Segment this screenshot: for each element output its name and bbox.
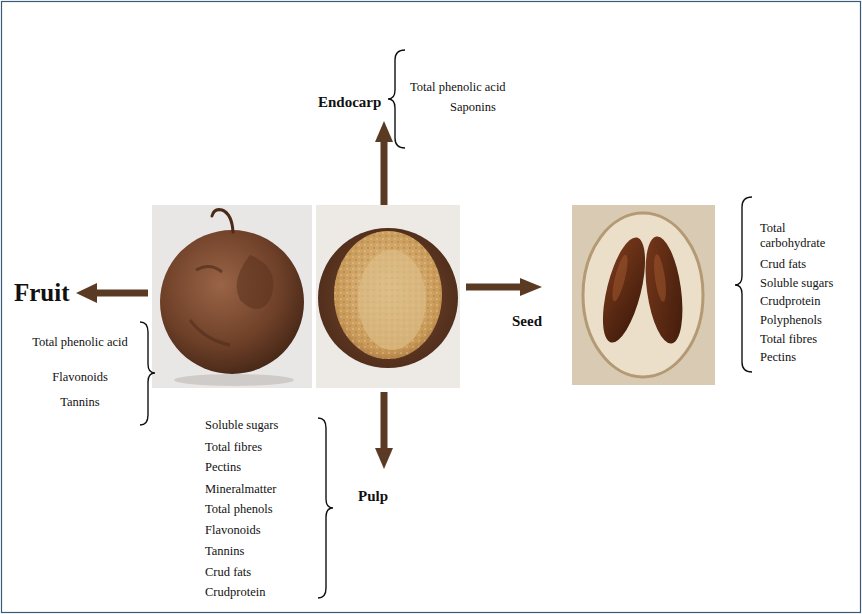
part-name: Seed xyxy=(512,312,572,330)
compound-item: Tannins xyxy=(205,544,310,559)
compound-item: Tannins xyxy=(20,395,140,410)
compound-item: Polyphenols xyxy=(760,313,855,328)
compound-item: Total phenolic acid xyxy=(30,335,130,350)
compound-item: Total fibres xyxy=(760,332,855,347)
part-name: Fruit xyxy=(14,279,76,307)
compound-item: Pectins xyxy=(205,460,310,475)
compound-item: Crudprotein xyxy=(205,585,310,600)
compound-item: Flavonoids xyxy=(20,370,140,385)
compound-item: Total carbohydrate xyxy=(760,221,840,251)
compound-item: Crudprotein xyxy=(760,294,855,309)
compound-item: Soluble sugars xyxy=(760,276,855,291)
part-name: Pulp xyxy=(358,487,418,505)
compound-item: Soluble sugars xyxy=(205,418,310,433)
compound-item: Pectins xyxy=(760,350,855,365)
compound-item: Saponins xyxy=(450,100,540,115)
compound-item: Mineralmatter xyxy=(205,482,310,497)
compound-item: Crud fats xyxy=(760,257,855,272)
compound-item: Total fibres xyxy=(205,440,310,455)
compound-item: Total phenols xyxy=(205,502,310,517)
part-name: Endocarp xyxy=(318,93,388,111)
compound-item: Crud fats xyxy=(205,565,310,580)
compound-item: Flavonoids xyxy=(205,523,310,538)
compound-item: Total phenolic acid xyxy=(410,80,550,95)
